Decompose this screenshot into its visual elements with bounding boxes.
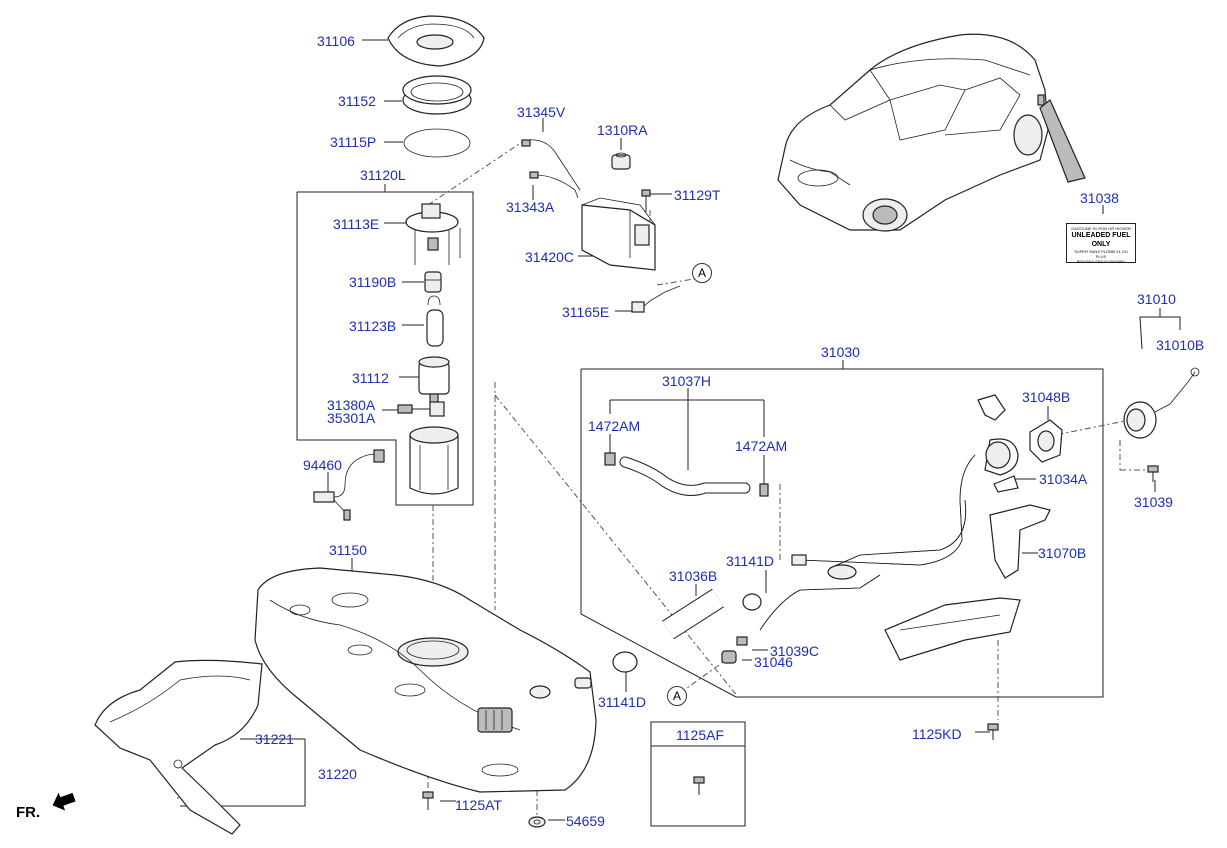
callout-31048B[interactable]: 31048B — [1022, 389, 1071, 405]
callout-31190B[interactable]: 31190B — [349, 274, 397, 290]
leader-lines — [180, 39, 1181, 821]
callout-31123B[interactable]: 31123B — [349, 318, 397, 334]
callout-94460[interactable]: 94460 — [303, 457, 342, 473]
callout-31034A[interactable]: 31034A — [1039, 471, 1088, 487]
fuel-tank-31150[interactable] — [254, 567, 597, 793]
callout-31030[interactable]: 31030 — [821, 344, 860, 360]
reference-marker-a-upper: A — [692, 263, 712, 283]
grommet-31046[interactable] — [721, 650, 737, 664]
bolt-31039[interactable] — [1147, 465, 1159, 482]
callout-31112[interactable]: 31112 — [352, 370, 389, 386]
vent-pipe[interactable] — [759, 574, 881, 631]
filler-housing-31048B[interactable] — [1029, 419, 1063, 463]
gasket-31115P[interactable] — [403, 128, 471, 158]
cover-plate-31106[interactable] — [387, 15, 485, 67]
callout-1310RA[interactable]: 1310RA — [597, 122, 648, 138]
callout-31129T[interactable]: 31129T — [674, 187, 721, 203]
lock-ring-31152[interactable] — [402, 75, 472, 115]
vapor-hoses-31345V[interactable] — [521, 139, 581, 199]
callout-31046[interactable]: 31046 — [754, 654, 793, 670]
pump-flange-31113E[interactable] — [405, 203, 461, 265]
fuel-label-line1: GASOLINE 91 RON OR HIGHER — [1071, 226, 1131, 231]
callout-31343A[interactable]: 31343A — [506, 199, 555, 215]
callout-31380A[interactable]: 31380A — [327, 397, 376, 413]
callout-1125AF[interactable]: 1125AF — [676, 727, 724, 743]
filter-31190B[interactable] — [424, 271, 442, 293]
front-direction-arrow — [52, 792, 76, 811]
callout-1472AM-left[interactable]: 1472AM — [588, 418, 641, 434]
filler-assembly-frame — [580, 368, 1104, 698]
regulator-31380A[interactable] — [397, 401, 445, 417]
clip-31039C[interactable] — [736, 636, 748, 646]
hose-31165E[interactable] — [631, 285, 681, 313]
callout-54659[interactable]: 54659 — [566, 813, 605, 829]
callout-1125AT[interactable]: 1125AT — [455, 797, 502, 813]
callout-1472AM-right[interactable]: 1472AM — [735, 438, 788, 454]
callout-31039[interactable]: 31039 — [1134, 494, 1173, 510]
bolt-31129T[interactable] — [641, 189, 651, 212]
vehicle-illustration — [777, 33, 1086, 232]
bolt-1125AT[interactable] — [422, 791, 434, 810]
bolt-1125AF[interactable] — [693, 776, 705, 795]
callout-31141D-upper[interactable]: 31141D — [726, 553, 775, 569]
callout-31038[interactable]: 31038 — [1080, 190, 1119, 206]
callout-31115P[interactable]: 31115P — [330, 134, 377, 150]
filler-lower-bracket[interactable] — [884, 597, 1021, 661]
pump-motor-31123B[interactable] — [426, 295, 444, 347]
callout-31106[interactable]: 31106 — [317, 33, 355, 49]
bolt-1125KD[interactable] — [987, 723, 999, 740]
callout-31345V[interactable]: 31345V — [517, 104, 566, 120]
reservoir-cup[interactable] — [409, 426, 459, 495]
callout-31221[interactable]: 31221 — [255, 731, 294, 747]
callout-35301A[interactable]: 35301A — [327, 410, 376, 426]
fuel-label-line3: SUPER SANS PLOMB 91 OU PLUS — [1074, 249, 1128, 259]
fuel-warning-label: GASOLINE 91 RON OR HIGHER UNLEADED FUEL … — [1066, 223, 1136, 264]
pump-assembly-frame — [296, 191, 474, 506]
reference-marker-a-lower: A — [667, 686, 687, 706]
tank-heat-shield-31220[interactable] — [94, 659, 263, 835]
vent-hose-31037H[interactable] — [604, 452, 769, 497]
nut-54659[interactable] — [528, 816, 546, 828]
filler-hose-31036B[interactable] — [662, 588, 724, 640]
bolt-box-frame — [650, 721, 746, 827]
fuel-filter-31112[interactable] — [418, 356, 450, 405]
sensor-94460[interactable] — [313, 449, 385, 521]
callout-31152[interactable]: 31152 — [338, 93, 376, 109]
callout-1125KD[interactable]: 1125KD — [912, 726, 962, 742]
callout-31010B[interactable]: 31010B — [1156, 337, 1205, 353]
callout-31036B[interactable]: 31036B — [669, 568, 718, 584]
filler-neck-pipe[interactable] — [791, 438, 1019, 580]
fuel-cap-31010[interactable] — [1123, 367, 1200, 439]
callout-31150[interactable]: 31150 — [329, 542, 367, 558]
callout-31420C[interactable]: 31420C — [525, 249, 575, 265]
callout-31120L[interactable]: 31120L — [360, 167, 406, 183]
callout-31141D-lower[interactable]: 31141D — [598, 694, 647, 710]
clamp-31141D-upper[interactable] — [742, 593, 762, 611]
fuel-label-line4: BENZINA SENZA PIOMBO — [1076, 259, 1126, 264]
heat-shield-31070B[interactable] — [989, 504, 1051, 579]
callout-31220[interactable]: 31220 — [318, 766, 357, 782]
nut-1310RA[interactable] — [611, 152, 631, 170]
front-direction-label: FR. — [16, 804, 41, 821]
fuel-label-headline: UNLEADED FUEL ONLY — [1071, 232, 1131, 248]
clamp-31141D-lower[interactable] — [612, 651, 638, 673]
callout-31113E[interactable]: 31113E — [333, 216, 380, 232]
callout-31070B[interactable]: 31070B — [1038, 545, 1087, 561]
callout-31010[interactable]: 31010 — [1137, 291, 1176, 307]
callout-31037H[interactable]: 31037H — [662, 373, 712, 389]
callout-31165E[interactable]: 31165E — [562, 304, 610, 320]
filler-bracket[interactable] — [977, 394, 1006, 421]
callout-31039C[interactable]: 31039C — [770, 643, 820, 659]
canister-31420C[interactable] — [581, 197, 656, 271]
clip-31034A[interactable] — [993, 475, 1019, 493]
